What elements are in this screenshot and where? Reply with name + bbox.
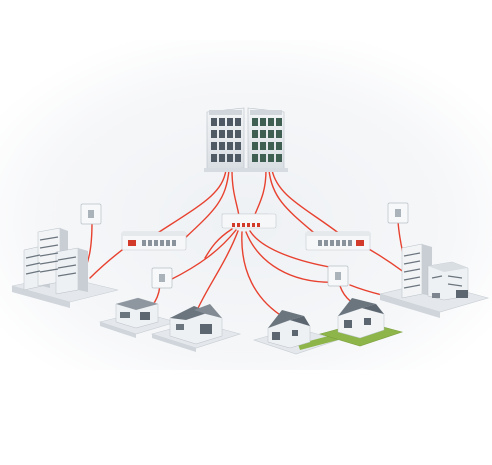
house-icon <box>252 310 340 355</box>
warehouse-icon <box>98 297 178 338</box>
fiber-line <box>194 230 239 316</box>
office-building-icon <box>11 227 119 308</box>
server-tower-icon <box>204 107 288 172</box>
fiber-line <box>249 230 336 269</box>
fiber-line <box>241 231 286 319</box>
central-splitter <box>221 213 277 229</box>
splitter-icon <box>221 213 277 229</box>
fiber-line <box>149 169 227 239</box>
warehouse <box>98 297 178 338</box>
distribution-rack-icon <box>121 231 187 251</box>
fiber-line <box>204 228 233 259</box>
house-small <box>252 310 340 355</box>
terminal-left-mid <box>151 267 173 289</box>
office-towers-right <box>378 243 490 318</box>
terminal-right-top <box>387 202 409 224</box>
terminal-right-mid <box>327 265 349 287</box>
fiber-line <box>271 169 346 239</box>
data-center <box>204 107 288 172</box>
factory-icon <box>150 304 242 352</box>
left-distribution <box>121 231 187 251</box>
right-distribution <box>305 231 371 251</box>
office-towers-left <box>11 227 119 308</box>
fiber-line <box>245 231 341 283</box>
fiber-line <box>169 229 237 281</box>
distribution-rack-icon <box>305 231 371 251</box>
office-building-icon <box>378 243 490 318</box>
wall-box-icon <box>387 202 409 224</box>
wall-box-icon <box>151 267 173 289</box>
house-icon <box>318 298 404 347</box>
factory <box>150 304 242 352</box>
terminal-left-top <box>80 203 102 225</box>
wall-box-icon <box>327 265 349 287</box>
floor <box>0 40 492 370</box>
fiber-line <box>184 169 230 239</box>
wall-box-icon <box>80 203 102 225</box>
house-large <box>318 298 404 347</box>
fiber-line <box>268 169 321 239</box>
